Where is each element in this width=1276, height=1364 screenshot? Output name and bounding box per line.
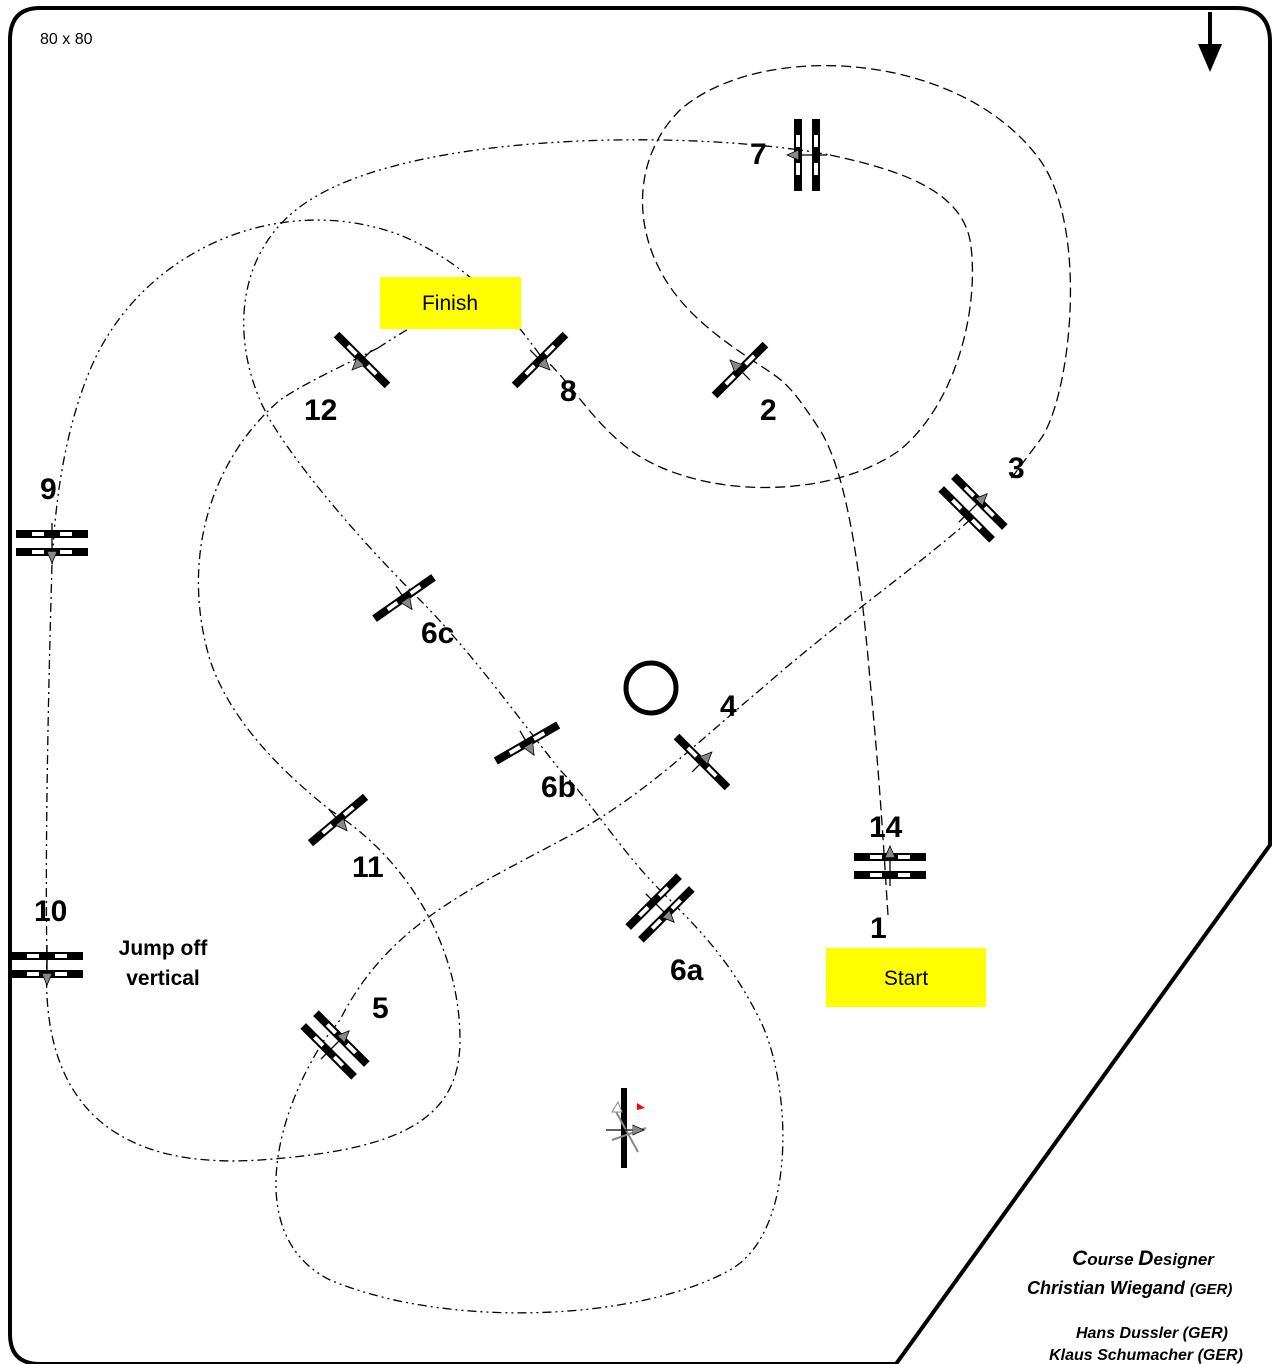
jump-off-note-line2: vertical: [126, 967, 200, 990]
obstacle-label-6c: 6c: [421, 617, 454, 650]
credits: Course Designer Christian Wiegand(GER) H…: [1027, 1247, 1243, 1364]
circle-marker: [623, 660, 679, 716]
obstacle-1-14: [854, 846, 926, 886]
obstacle-label-6a: 6a: [670, 954, 704, 987]
obstacle-6b: [489, 713, 565, 773]
assistant-1: Hans Dussler (GER): [1076, 1325, 1228, 1342]
assistant-2: Klaus Schumacher (GER): [1049, 1347, 1243, 1364]
obstacle-label-8: 8: [560, 375, 577, 408]
obstacle-3: [933, 468, 1012, 547]
obstacle-5: [295, 1005, 374, 1084]
obstacle-label-14: 14: [869, 811, 903, 844]
arena-boundary: [8, 6, 1272, 1364]
obstacle-label-9: 9: [40, 473, 57, 506]
obstacle-7: [787, 119, 827, 191]
entrance-arrow-icon: [1198, 12, 1222, 72]
obstacle-9: [16, 523, 88, 563]
jump-off-note-line1: Jump off: [119, 937, 209, 960]
obstacle-label-2: 2: [760, 394, 777, 427]
obstacle-label-11: 11: [352, 851, 384, 884]
obstacle-label-1: 1: [870, 912, 887, 945]
obstacle-label-12: 12: [304, 394, 337, 427]
obstacle-12: [327, 325, 398, 396]
start-label: Start: [884, 967, 929, 990]
course-designer-title: Course Designer: [1072, 1247, 1215, 1270]
obstacle-label-3: 3: [1008, 452, 1025, 485]
finish-label: Finish: [422, 292, 478, 315]
start-marker: [826, 948, 986, 1007]
obstacle-6a: [620, 868, 699, 947]
course-route: [45, 64, 1072, 1314]
arena-size: 80 x 80: [40, 31, 93, 48]
obstacle-4: [667, 727, 738, 798]
red-flag-icon: [637, 1103, 645, 1110]
finish-marker: [380, 277, 521, 329]
obstacle-label-10: 10: [34, 895, 67, 928]
obstacle-label-7: 7: [750, 138, 767, 171]
obstacle-label-6b: 6b: [541, 771, 576, 804]
course-designer-name: Christian Wiegand(GER): [1027, 1278, 1232, 1298]
obstacle-label-4: 4: [720, 690, 737, 723]
obstacle-11: [301, 786, 374, 854]
obstacle-10: [11, 945, 83, 985]
jump-off-symbol-icon: [606, 1088, 647, 1168]
obstacle-label-5: 5: [372, 992, 389, 1025]
